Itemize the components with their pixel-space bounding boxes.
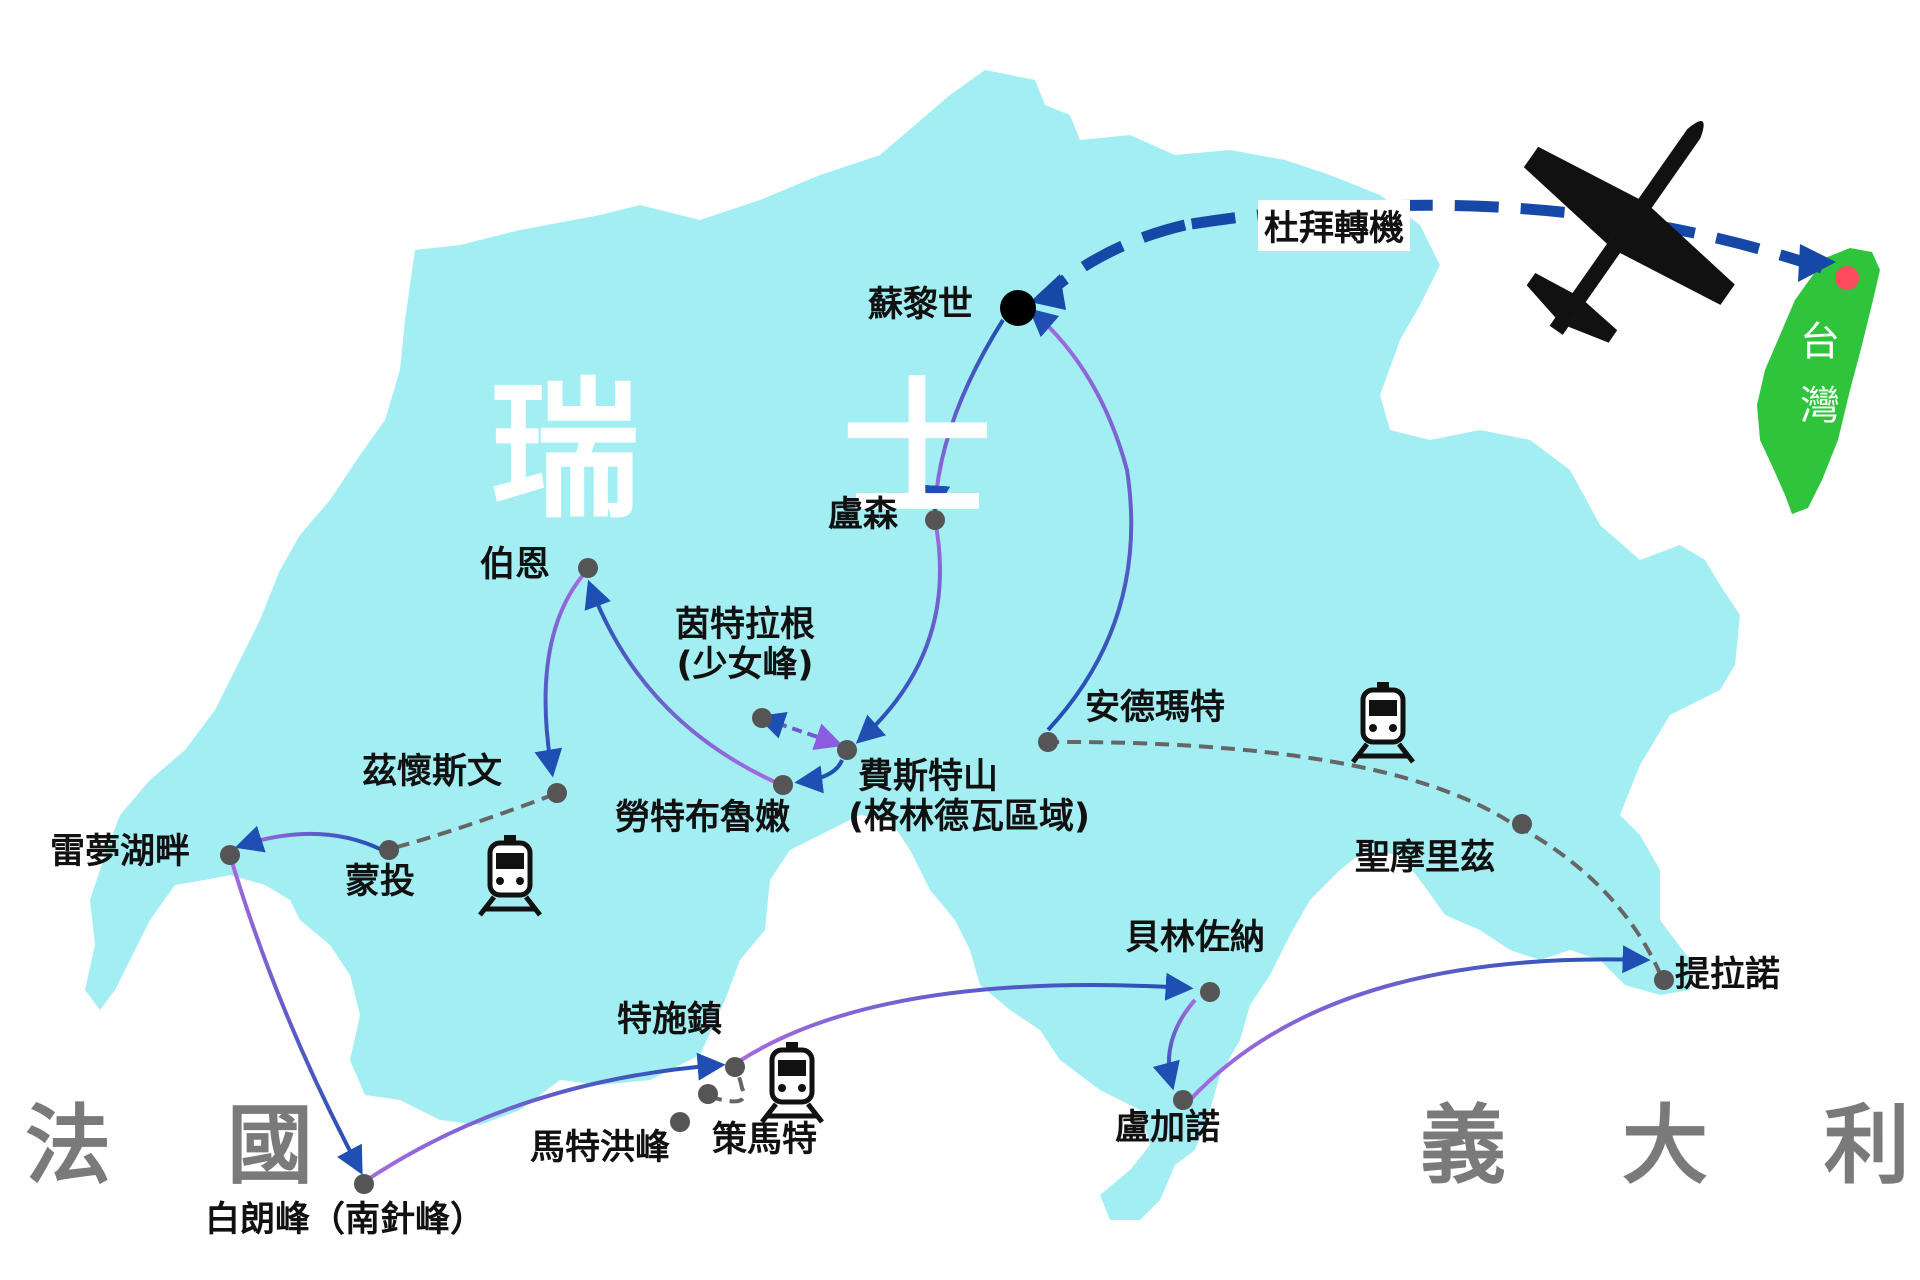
stop-dot-montreux — [379, 840, 399, 860]
place-label-matterhorn: 馬特洪峰 — [530, 1128, 671, 1168]
place-label-zweisimmen: 茲懷斯文 — [362, 752, 503, 792]
place-label-tasch: 特施鎮 — [617, 1000, 723, 1040]
place-label-interlaken-line1: 茵特拉根 — [675, 605, 816, 645]
place-label-zurich: 蘇黎世 — [868, 285, 974, 325]
region-label-taiwan: 台 灣 — [1790, 310, 1850, 438]
place-label-mont-blanc: 白朗峰（南針峰） — [205, 1200, 486, 1240]
place-label-bern: 伯恩 — [480, 545, 551, 585]
place-label-interlaken-line2: (少女峰) — [676, 645, 814, 686]
stop-dot-bellinzona — [1200, 982, 1220, 1002]
place-label-first: 費斯特山 (格林德瓦區域) — [848, 757, 1090, 838]
taiwan-label-line1: 台 — [1800, 319, 1840, 365]
flight-arrow-taiwan — [1798, 244, 1836, 282]
route-first-lauterbrunnen — [794, 759, 844, 794]
place-label-lauterbrunnen: 勞特布魯嫩 — [615, 798, 791, 838]
place-label-first-line1: 費斯特山 — [858, 757, 999, 797]
stop-dot-interlaken — [752, 708, 772, 728]
stop-dot-tirano — [1654, 970, 1674, 990]
place-label-tirano: 提拉諾 — [1675, 955, 1781, 995]
train-icon — [760, 1042, 824, 1124]
place-label-interlaken: 茵特拉根 (少女峰) — [675, 605, 815, 686]
stop-dot-matterhorn — [670, 1112, 690, 1132]
place-label-first-line2: (格林德瓦區域) — [848, 797, 1090, 838]
flight-transfer-label: 杜拜轉機 — [1258, 200, 1411, 251]
stop-dot-zurich — [1000, 290, 1036, 326]
place-label-montreux: 蒙投 — [345, 862, 416, 902]
stop-dot-lucerne — [925, 510, 945, 530]
place-label-bellinzona: 貝林佐納 — [1125, 918, 1266, 958]
place-label-zermatt: 策馬特 — [712, 1120, 818, 1160]
route-bellinzona-lugano — [1152, 998, 1197, 1091]
route-zurich-lucerne — [922, 318, 1005, 514]
taiwan-landmass — [1757, 248, 1880, 514]
route-montblanc-tasch — [368, 1052, 726, 1180]
route-geneva-montblanc — [230, 861, 363, 1175]
taiwan-label-line2: 灣 — [1800, 383, 1840, 429]
stop-dot-first — [837, 740, 857, 760]
route-montreux-geneva — [234, 825, 383, 853]
stop-dot-mont-blanc — [354, 1174, 374, 1194]
place-label-lugano: 盧加諾 — [1115, 1108, 1221, 1148]
stop-dot-andermatt — [1038, 732, 1058, 752]
route-bern-zweisimmen — [534, 573, 585, 778]
airplane-icon — [1523, 121, 1735, 343]
route-tasch-bellinzona — [736, 972, 1194, 1064]
place-label-geneva: 雷夢湖畔 — [50, 832, 191, 872]
region-label-switzerland: 瑞 士 — [490, 365, 1068, 539]
stop-dot-tasch — [725, 1057, 745, 1077]
place-label-andermatt: 安德瑪特 — [1085, 688, 1226, 728]
stop-dot-zweisimmen — [547, 783, 567, 803]
switzerland-landmass — [85, 70, 1740, 1220]
stop-dot-geneva — [220, 845, 240, 865]
region-label-italy: 義 大 利 — [1420, 1096, 1920, 1196]
place-label-st-moritz: 聖摩里茲 — [1355, 838, 1496, 878]
route-andermatt-zurich — [1028, 308, 1134, 732]
train-icon — [1351, 682, 1415, 764]
stop-dot-lugano — [1173, 1090, 1193, 1110]
stop-dot-zermatt — [698, 1084, 718, 1104]
taiwan-marker — [1835, 266, 1859, 290]
stop-dot-bern — [578, 558, 598, 578]
place-label-lucerne: 盧森 — [828, 495, 899, 535]
route-lauterbrunnen-bern — [584, 579, 776, 784]
train-route-zweisimmen-montreux — [389, 792, 556, 851]
region-label-france: 法 國 — [25, 1096, 356, 1196]
route-lugano-tirano — [1188, 945, 1651, 1102]
flight-arrow-zurich — [1030, 274, 1066, 310]
route-lucerne-first — [855, 519, 942, 744]
train-icon — [478, 835, 542, 917]
stop-dot-lauterbrunnen — [773, 775, 793, 795]
stop-dot-st-moritz — [1512, 814, 1532, 834]
train-route-andermatt-tirano — [1044, 739, 1664, 979]
train-route-interlaken — [756, 712, 844, 750]
